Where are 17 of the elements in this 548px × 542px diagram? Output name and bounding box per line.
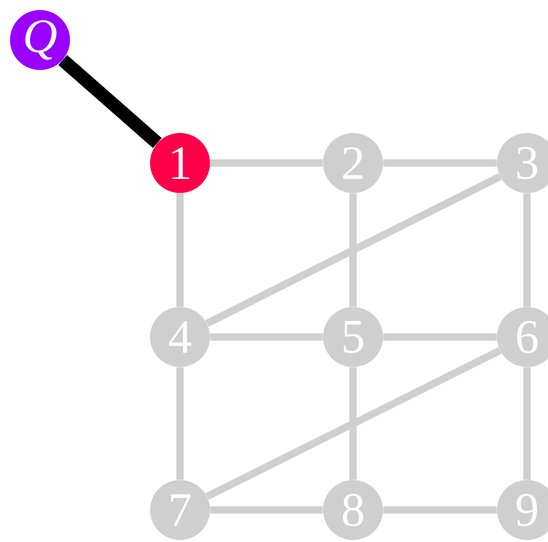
graph-edge	[210, 506, 323, 514]
graph-edge	[349, 193, 357, 307]
graph-edge	[523, 367, 531, 480]
graph-edge	[383, 159, 497, 167]
graph-edge	[523, 193, 531, 307]
graph-edge	[383, 333, 497, 341]
graph-edge	[383, 506, 497, 514]
graph-vertex: Q	[10, 10, 70, 70]
graph-edge	[210, 333, 323, 341]
graph-edge	[205, 347, 502, 500]
graph-edge	[176, 367, 184, 480]
graph-edge	[58, 54, 162, 148]
graph-edge	[349, 367, 357, 480]
graph-vertex: 1	[150, 133, 210, 193]
graph-edge	[210, 159, 323, 167]
graph-edge	[205, 173, 502, 327]
graph-edge	[176, 193, 184, 307]
